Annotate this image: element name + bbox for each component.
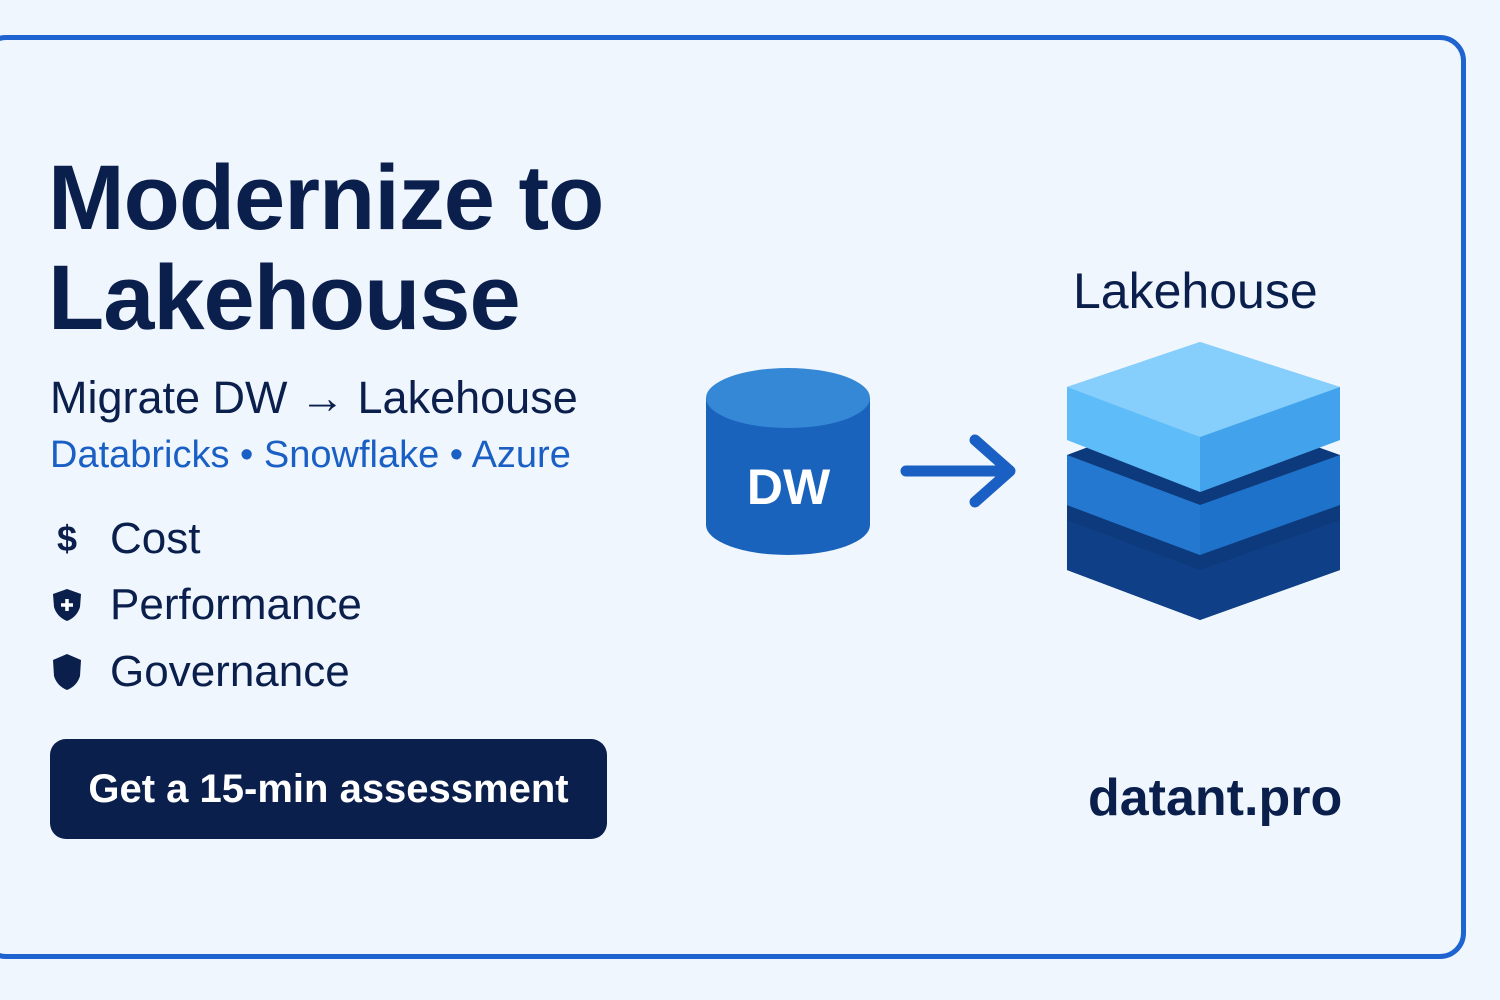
feature-label: Cost xyxy=(110,514,201,563)
platforms: Databricks • Snowflake • Azure xyxy=(50,434,571,476)
headline-line-1: Modernize to xyxy=(48,147,604,249)
arrow-right-icon xyxy=(900,434,1016,508)
feature-performance: Performance xyxy=(50,580,362,630)
lakehouse-label: Lakehouse xyxy=(1073,263,1318,319)
lakehouse-stack-icon xyxy=(1067,342,1340,620)
feature-label: Performance xyxy=(110,580,362,629)
database-icon xyxy=(706,368,870,555)
feature-governance: Governance xyxy=(50,647,350,697)
feature-label: Governance xyxy=(110,647,350,696)
dollar-icon: $ xyxy=(56,518,78,559)
feature-cost: $ Cost xyxy=(50,514,201,564)
assessment-cta-button[interactable]: Get a 15-min assessment xyxy=(50,739,607,839)
subtitle: Migrate DW → Lakehouse xyxy=(50,372,578,423)
website-link[interactable]: datant.pro xyxy=(1088,769,1343,827)
headline: Modernize to Lakehouse xyxy=(48,147,604,349)
headline-line-2: Lakehouse xyxy=(48,247,521,349)
dw-label: DW xyxy=(746,459,831,515)
shield-plus-icon xyxy=(50,587,84,623)
shield-icon xyxy=(50,652,84,692)
banner-frame xyxy=(0,35,1466,959)
